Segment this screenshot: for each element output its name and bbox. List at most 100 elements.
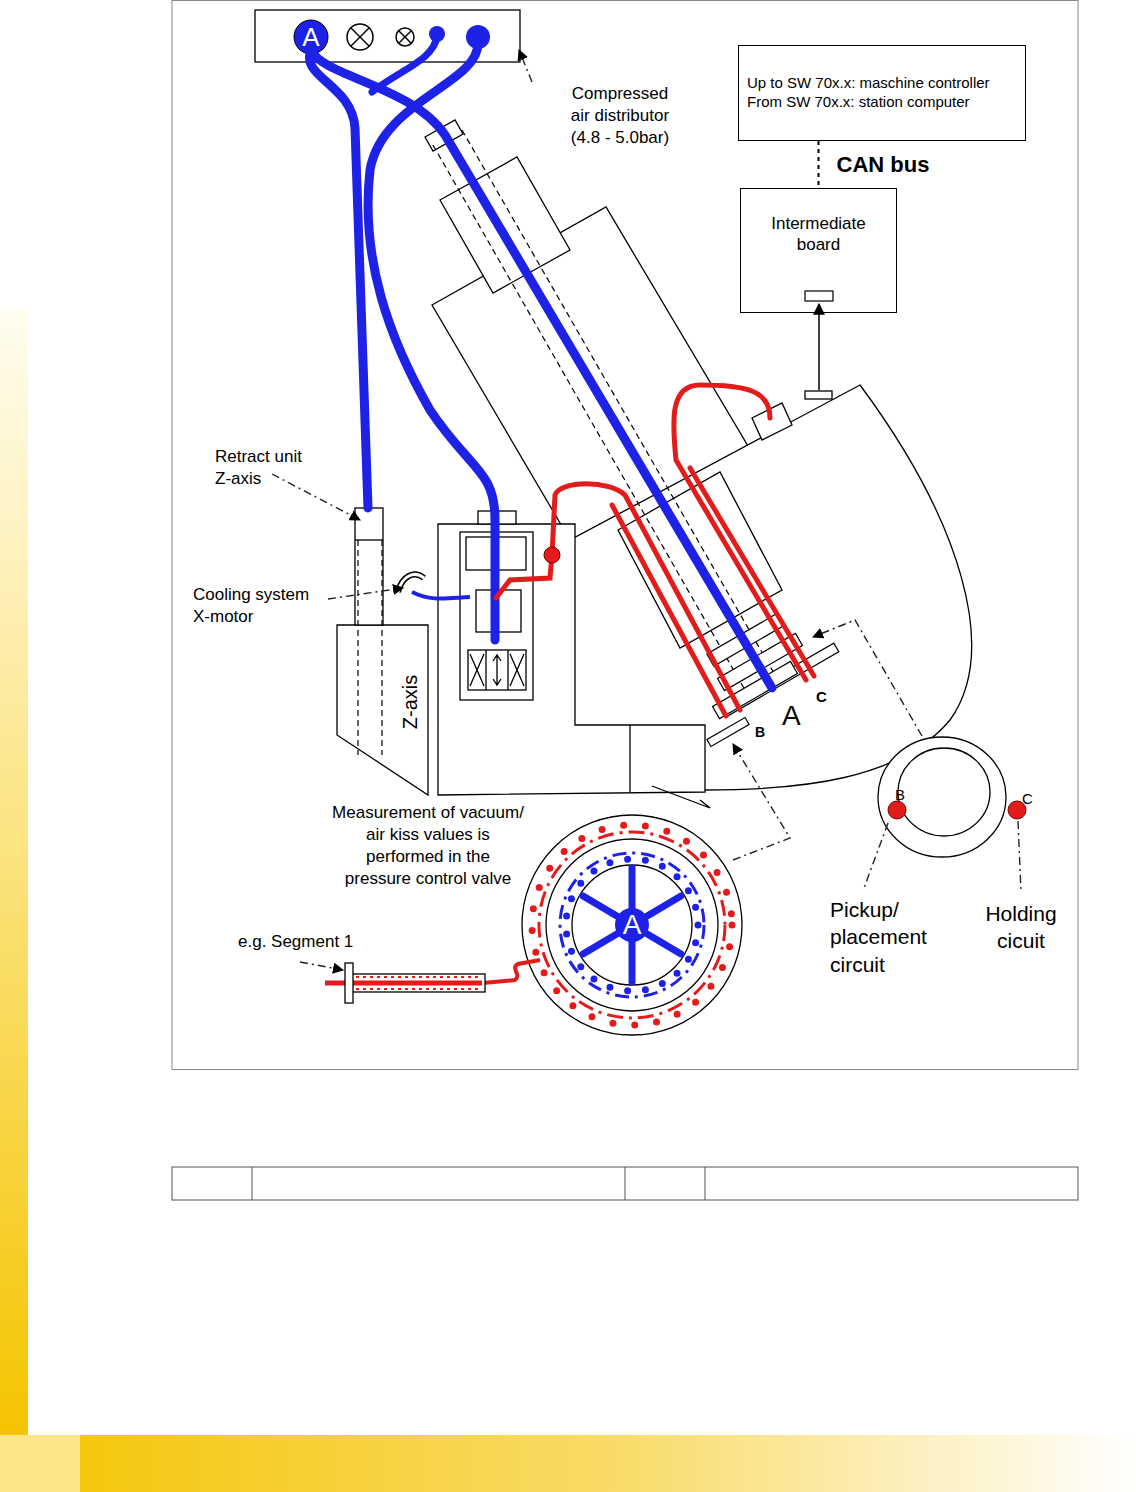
hose-valve [368,42,495,640]
leader-line [813,620,922,736]
part-label: Retract unit Z-axis [215,446,320,490]
bottom-band [0,1435,1136,1492]
note-text: Measurement of vacuum/ air kiss values i… [331,802,525,890]
red-port-ring [539,832,725,1018]
wheel-spokes [583,868,681,982]
wheel-ring [546,839,718,1011]
side-band [0,310,28,1435]
valve-port [544,547,560,563]
valve-divider [485,650,486,690]
wheel-hub [615,908,649,942]
leader-lines [272,50,1021,970]
port-letter: B [895,785,905,805]
leader-line [519,50,532,82]
controller-box: Up to SW 70x.x: maschine controller From… [738,45,1026,141]
segment-flange [345,963,353,1003]
hose-branch [372,36,437,92]
circuit-label: Holding cicuit [975,900,1067,955]
closed-port-cross [399,31,411,43]
hidden-lines [358,130,775,755]
cooling-nozzle [398,574,424,592]
holding-circuit-line [674,385,806,680]
port-letter: C [1022,789,1033,809]
port-letter: A [302,24,319,50]
figure-frame [172,1,1078,1070]
part-label: e.g. Segment 1 [238,931,353,953]
closed-port-cross [399,31,411,43]
leader-line [733,744,790,860]
table-divider [625,1167,626,1200]
segment-hatch [356,976,482,978]
rotary-distributor [522,815,742,1035]
valve-cross [470,654,524,686]
table-divider [252,1167,253,1200]
valve-solenoid [468,650,526,690]
segment-hatch [356,988,482,990]
closed-port [396,28,414,46]
shaft-hidden-line [433,145,745,690]
box-text: Intermediate board [761,213,876,256]
housing-edge [652,786,710,808]
port-letter: A [623,911,642,939]
blue-port-dots [566,859,698,991]
pickup-circuit-line [552,484,740,710]
connector [805,391,832,399]
closed-port-ring [396,28,414,46]
wheel-outer [522,815,742,1035]
port-letter: B [755,723,765,741]
port-letter: A [782,698,801,734]
cooling-hose [412,592,470,599]
bus-label: CAN bus [837,152,930,178]
closed-port [347,24,373,50]
red-port-dots [532,825,732,1025]
shaft-section [878,737,1006,857]
board-box: Intermediate board [740,188,897,313]
placement-head [337,120,972,808]
leader-line [864,823,888,888]
port-letter: C [816,687,827,707]
closed-port-ring [347,24,373,50]
wheel-inner [572,865,692,985]
leader-line [300,962,343,970]
corner-block [0,1435,80,1492]
closed-port-cross [351,28,369,46]
port-a [294,20,328,54]
leader-line [272,474,360,520]
closed-port-cross [351,28,369,46]
leader-line [1018,821,1021,892]
part-label: Cooling system X-motor [193,584,323,628]
axis-label: Z-axis [400,675,420,729]
valve-divider [507,650,508,690]
bus-line [818,141,820,188]
segment-plate [707,718,749,747]
segment-hose [483,960,540,983]
pickup-circuit-line [612,505,726,716]
signal-arrow [818,304,820,390]
holding-circuit-line [690,468,814,676]
shaft-bore [898,748,990,836]
cooling-nozzle [398,574,424,592]
z-hidden-line [357,540,358,755]
table-divider [705,1167,706,1200]
head-collar [440,157,570,293]
box-text: Up to SW 70x.x: maschine controller From… [747,74,1017,112]
part-label: Compressed air distributor (4.8 - 5.0bar… [567,83,673,149]
retract-unit-edge [355,539,383,540]
vacuum-circuits [496,385,814,716]
hose-retract [309,50,368,508]
sensor-socket [752,403,792,440]
vacuum-hoses [309,36,772,688]
valve-arrow [493,655,501,685]
circuit-label: Pickup/ placement circuit [830,896,950,978]
leader-line [328,588,403,599]
board-plug [805,291,833,301]
housing-edge [629,725,630,792]
retract-unit [355,508,383,625]
shaft-hidden-line [462,130,775,675]
blue-port-ring [560,853,704,997]
z-hidden-line [381,540,382,755]
table-row [172,1167,1078,1200]
